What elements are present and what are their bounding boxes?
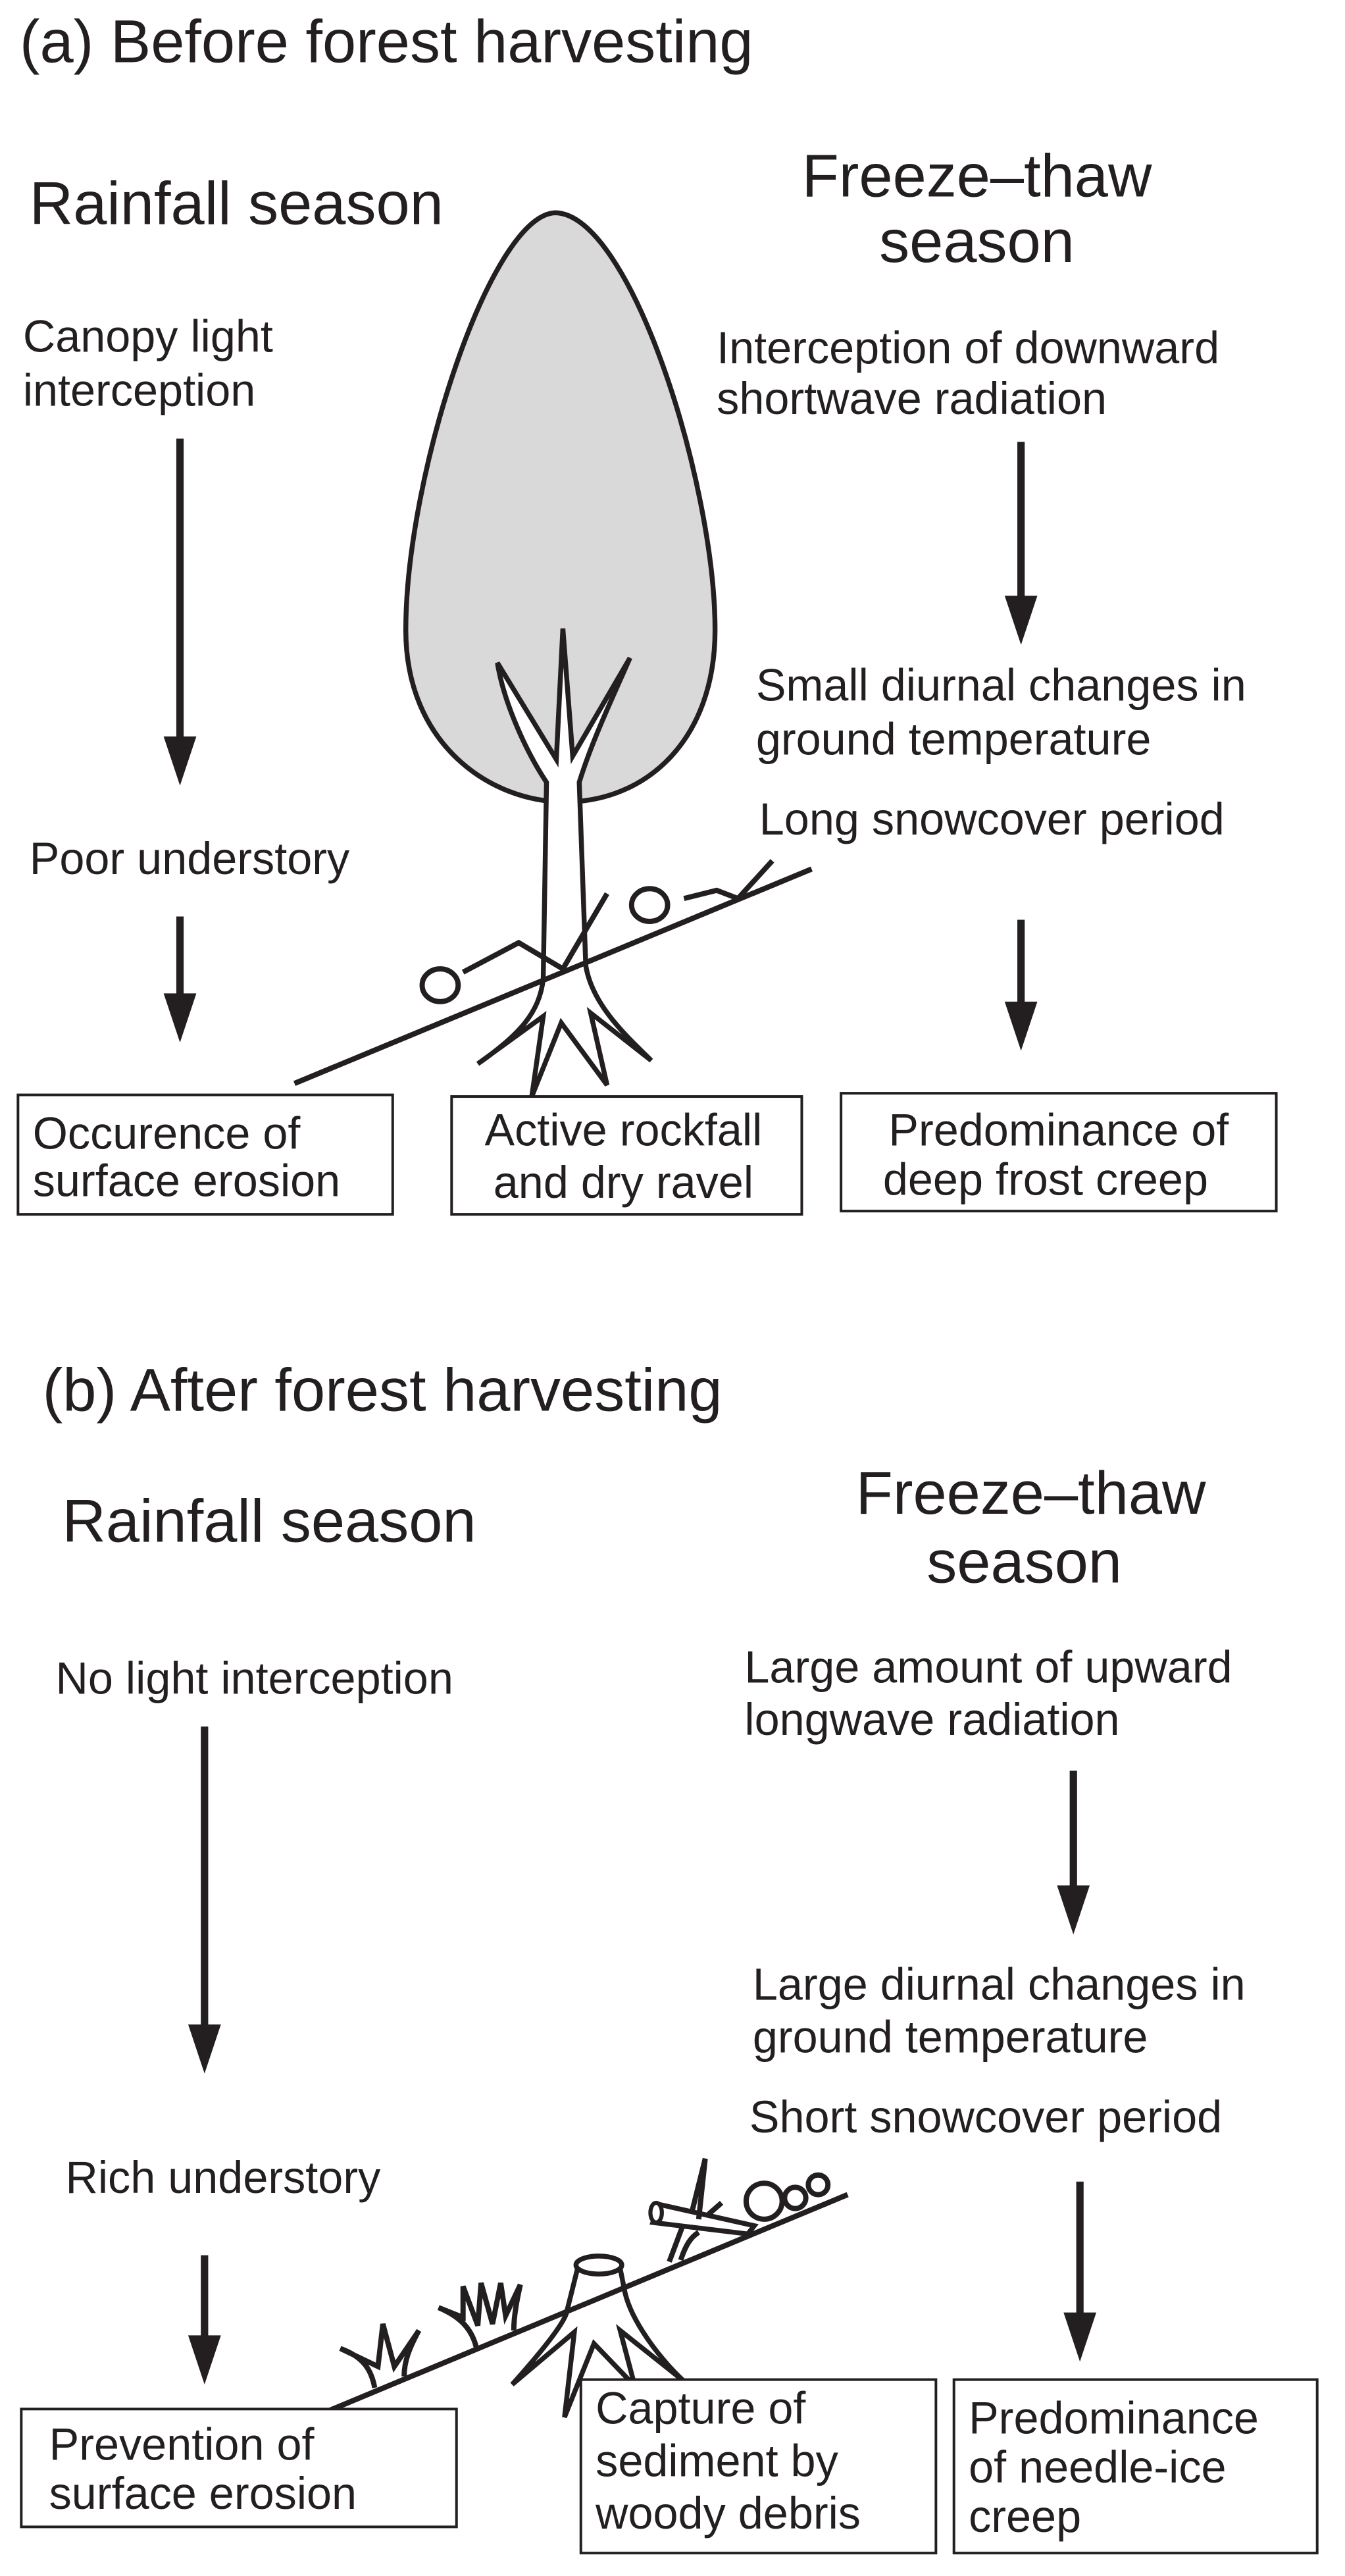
rock-icon bbox=[419, 966, 461, 1004]
arrow-down-icon bbox=[188, 2255, 221, 2385]
panel-b-title: (b) After forest harvesting bbox=[43, 1356, 723, 1424]
freeze-heading-b-2: season bbox=[926, 1529, 1122, 1596]
freeze-b-step2-l1: Large diurnal changes in bbox=[753, 1960, 1246, 2010]
result-b-left-l1: Prevention of bbox=[49, 2419, 315, 2469]
freeze-a-step2-l2: ground temperature bbox=[756, 714, 1152, 764]
rainfall-heading-b: Rainfall season bbox=[62, 1487, 476, 1555]
result-b-center-l3: woody debris bbox=[595, 2488, 861, 2538]
freeze-heading-b-1: Freeze–thaw bbox=[856, 1460, 1206, 1527]
panel-a-title: (a) Before forest harvesting bbox=[20, 9, 753, 76]
freeze-a-step1-l1: Interception of downward bbox=[717, 323, 1219, 373]
grass-icon bbox=[437, 2282, 523, 2348]
rock-icon bbox=[805, 2172, 831, 2198]
result-a-right-l2: deep frost creep bbox=[883, 1154, 1208, 1204]
result-a-right-l1: Predominance of bbox=[888, 1106, 1229, 1156]
result-box-rockfall bbox=[450, 1095, 803, 1216]
rock-icon bbox=[743, 2180, 785, 2222]
freeze-a-step3: Long snowcover period bbox=[759, 794, 1225, 844]
freeze-b-step1-l1: Large amount of upward bbox=[744, 1642, 1232, 1692]
arrow-down-icon bbox=[1004, 442, 1038, 645]
tree-illustration bbox=[293, 210, 813, 1098]
woody-debris-icon bbox=[648, 2157, 759, 2263]
freeze-b-step3: Short snowcover period bbox=[749, 2092, 1222, 2142]
result-a-center-l1: Active rockfall bbox=[485, 1106, 763, 1156]
rain-b-step1: No light interception bbox=[56, 1654, 453, 1704]
result-b-center-l1: Capture of bbox=[596, 2384, 806, 2434]
arrow-down-icon bbox=[163, 916, 197, 1043]
rock-icon bbox=[628, 886, 671, 924]
result-b-right-l1: Predominance bbox=[969, 2394, 1259, 2444]
result-b-left-l2: surface erosion bbox=[49, 2469, 357, 2519]
arrow-down-icon bbox=[163, 438, 197, 786]
freeze-heading-a-1: Freeze–thaw bbox=[802, 142, 1152, 209]
arrow-down-icon bbox=[1004, 919, 1038, 1051]
result-box-surface-erosion bbox=[16, 1093, 394, 1216]
freeze-heading-a-2: season bbox=[879, 208, 1075, 275]
rain-a-step2: Poor understory bbox=[30, 834, 350, 884]
freeze-b-step2-l2: ground temperature bbox=[753, 2012, 1148, 2062]
result-a-left-l1: Occurence of bbox=[33, 1109, 301, 1159]
result-box-frost-creep bbox=[840, 1092, 1278, 1213]
freeze-a-step1-l2: shortwave radiation bbox=[717, 374, 1107, 424]
rock-icon bbox=[782, 2184, 809, 2211]
panel-a: (a) Before forest harvesting Rainfall se… bbox=[16, 9, 1278, 1216]
result-b-right-l3: creep bbox=[969, 2492, 1081, 2542]
rainfall-heading-a: Rainfall season bbox=[30, 170, 444, 238]
arrow-down-icon bbox=[1063, 2181, 1097, 2362]
rain-a-step1-l2: interception bbox=[23, 366, 255, 416]
freeze-b-step1-l2: longwave radiation bbox=[744, 1695, 1119, 1745]
rain-a-step1-l1: Canopy light bbox=[23, 312, 273, 362]
result-b-center-l2: sediment by bbox=[596, 2436, 838, 2486]
result-box-prevention bbox=[20, 2408, 458, 2529]
result-box-needle-ice bbox=[952, 2378, 1319, 2555]
arrow-down-icon bbox=[188, 1726, 221, 2074]
harvested-slope-illustration bbox=[328, 2157, 849, 2419]
arrow-down-icon bbox=[1057, 1770, 1090, 1935]
result-a-left-l2: surface erosion bbox=[33, 1156, 340, 1206]
result-a-center-l2: and dry ravel bbox=[494, 1158, 753, 1208]
result-b-right-l2: of needle-ice bbox=[969, 2442, 1227, 2492]
freeze-a-step2-l1: Small diurnal changes in bbox=[756, 660, 1246, 710]
result-box-woody-debris bbox=[579, 2378, 938, 2555]
rain-b-step2: Rich understory bbox=[65, 2153, 381, 2203]
panel-b: (b) After forest harvesting Rainfall sea… bbox=[20, 1356, 1319, 2555]
grass-icon bbox=[339, 2323, 422, 2388]
